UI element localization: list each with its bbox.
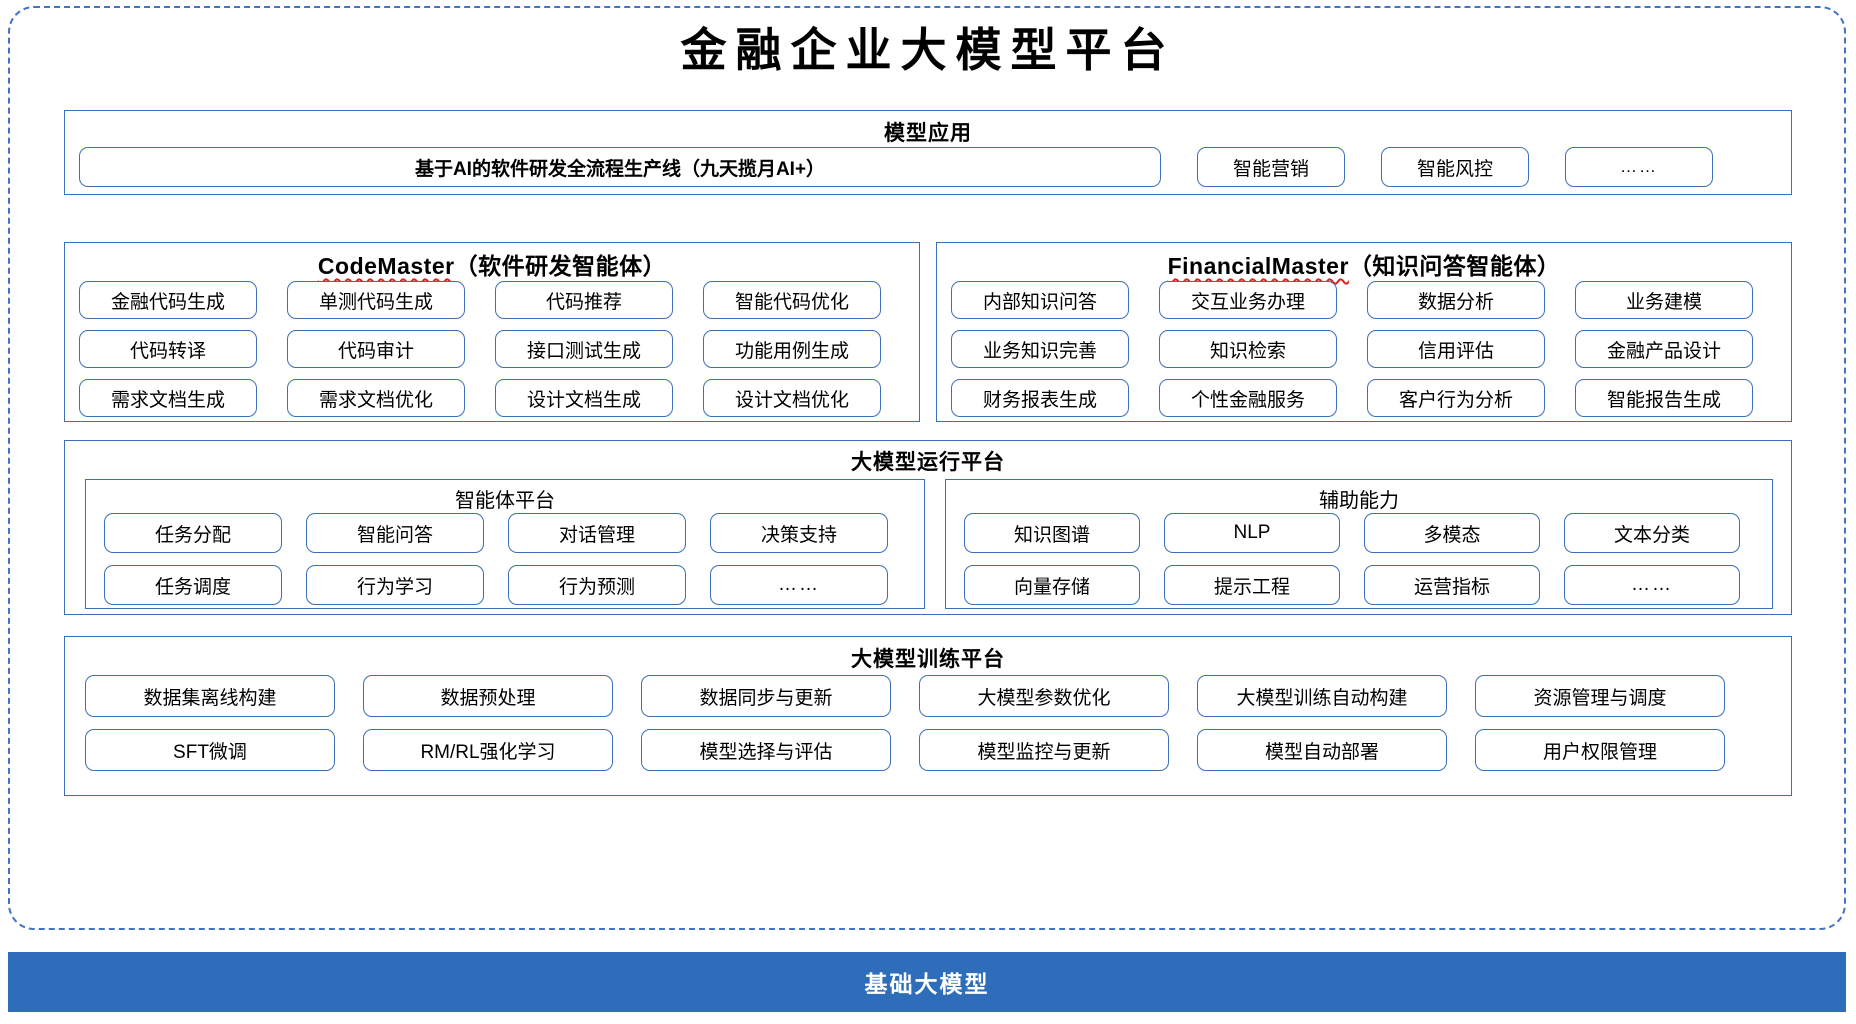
foundation-model-bar: 基础大模型	[8, 952, 1846, 1012]
training-item-2[interactable]: 数据同步与更新	[641, 675, 891, 717]
training-item-1[interactable]: 数据预处理	[363, 675, 613, 717]
agent-name-financialmaster: FinancialMaster	[1167, 253, 1349, 279]
agent-title-codemaster: CodeMaster（软件研发智能体）	[65, 247, 919, 281]
agent-platform-item-more[interactable]: ……	[710, 565, 888, 605]
training-item-8[interactable]: 模型选择与评估	[641, 729, 891, 771]
financialmaster-item-3[interactable]: 业务建模	[1575, 281, 1753, 319]
agent-platform-item-1[interactable]: 智能问答	[306, 513, 484, 553]
codemaster-item-3[interactable]: 智能代码优化	[703, 281, 881, 319]
agent-platform-item-2[interactable]: 对话管理	[508, 513, 686, 553]
training-item-9[interactable]: 模型监控与更新	[919, 729, 1169, 771]
training-layer-grid: 数据集离线构建 数据预处理 数据同步与更新 大模型参数优化 大模型训练自动构建 …	[85, 675, 1725, 771]
training-item-5[interactable]: 资源管理与调度	[1475, 675, 1725, 717]
financialmaster-item-2[interactable]: 数据分析	[1367, 281, 1545, 319]
auxiliary-item-3[interactable]: 文本分类	[1564, 513, 1740, 553]
agent-suffix-financialmaster: （知识问答智能体）	[1348, 253, 1561, 279]
page-title: 金融企业大模型平台	[680, 25, 1176, 76]
codemaster-item-7[interactable]: 功能用例生成	[703, 330, 881, 368]
auxiliary-capability-grid: 知识图谱 NLP 多模态 文本分类 向量存储 提示工程 运营指标 ……	[964, 513, 1740, 605]
agent-platform-grid: 任务分配 智能问答 对话管理 决策支持 任务调度 行为学习 行为预测 ……	[104, 513, 888, 605]
codemaster-item-4[interactable]: 代码转译	[79, 330, 257, 368]
training-item-10[interactable]: 模型自动部署	[1197, 729, 1447, 771]
codemaster-item-1[interactable]: 单测代码生成	[287, 281, 465, 319]
runtime-layer-section: 大模型运行平台 智能体平台 任务分配 智能问答 对话管理 决策支持 任务调度 行…	[64, 440, 1792, 615]
codemaster-item-11[interactable]: 设计文档优化	[703, 379, 881, 417]
codemaster-item-0[interactable]: 金融代码生成	[79, 281, 257, 319]
agent-platform-item-0[interactable]: 任务分配	[104, 513, 282, 553]
application-item-more[interactable]: ……	[1565, 147, 1713, 187]
training-item-0[interactable]: 数据集离线构建	[85, 675, 335, 717]
codemaster-item-6[interactable]: 接口测试生成	[495, 330, 673, 368]
diagram-outer-frame	[8, 6, 1846, 930]
agent-platform-item-4[interactable]: 任务调度	[104, 565, 282, 605]
financialmaster-item-0[interactable]: 内部知识问答	[951, 281, 1129, 319]
agent-grid-codemaster: 金融代码生成 单测代码生成 代码推荐 智能代码优化 代码转译 代码审计 接口测试…	[79, 281, 881, 417]
agent-platform-item-6[interactable]: 行为预测	[508, 565, 686, 605]
training-layer-title: 大模型训练平台	[851, 648, 1005, 671]
training-layer-section: 大模型训练平台 数据集离线构建 数据预处理 数据同步与更新 大模型参数优化 大模…	[64, 636, 1792, 796]
financialmaster-item-9[interactable]: 个性金融服务	[1159, 379, 1337, 417]
application-item-smart-marketing[interactable]: 智能营销	[1197, 147, 1345, 187]
codemaster-item-10[interactable]: 设计文档生成	[495, 379, 673, 417]
application-layer-section: 模型应用 基于AI的软件研发全流程生产线（九天揽月AI+） 智能营销 智能风控 …	[64, 110, 1792, 195]
training-item-4[interactable]: 大模型训练自动构建	[1197, 675, 1447, 717]
codemaster-item-8[interactable]: 需求文档生成	[79, 379, 257, 417]
training-item-11[interactable]: 用户权限管理	[1475, 729, 1725, 771]
auxiliary-item-0[interactable]: 知识图谱	[964, 513, 1140, 553]
financialmaster-item-10[interactable]: 客户行为分析	[1367, 379, 1545, 417]
application-layer-items: 基于AI的软件研发全流程生产线（九天揽月AI+） 智能营销 智能风控 ……	[79, 147, 1713, 187]
financialmaster-item-5[interactable]: 知识检索	[1159, 330, 1337, 368]
agent-platform-title: 智能体平台	[455, 490, 555, 512]
agent-platform-item-5[interactable]: 行为学习	[306, 565, 484, 605]
auxiliary-item-more[interactable]: ……	[1564, 565, 1740, 605]
auxiliary-item-4[interactable]: 向量存储	[964, 565, 1140, 605]
codemaster-item-2[interactable]: 代码推荐	[495, 281, 673, 319]
training-item-3[interactable]: 大模型参数优化	[919, 675, 1169, 717]
financialmaster-item-8[interactable]: 财务报表生成	[951, 379, 1129, 417]
agent-suffix-codemaster: （软件研发智能体）	[454, 253, 667, 279]
runtime-subsection-agent-platform: 智能体平台 任务分配 智能问答 对话管理 决策支持 任务调度 行为学习 行为预测…	[85, 479, 925, 609]
agent-platform-item-3[interactable]: 决策支持	[710, 513, 888, 553]
training-item-7[interactable]: RM/RL强化学习	[363, 729, 613, 771]
auxiliary-capability-title: 辅助能力	[1319, 490, 1399, 512]
auxiliary-item-6[interactable]: 运营指标	[1364, 565, 1540, 605]
application-layer-title: 模型应用	[884, 122, 972, 145]
agent-title-financialmaster: FinancialMaster（知识问答智能体）	[937, 247, 1791, 281]
financialmaster-item-11[interactable]: 智能报告生成	[1575, 379, 1753, 417]
agent-grid-financialmaster: 内部知识问答 交互业务办理 数据分析 业务建模 业务知识完善 知识检索 信用评估…	[951, 281, 1753, 417]
financialmaster-item-7[interactable]: 金融产品设计	[1575, 330, 1753, 368]
auxiliary-item-1[interactable]: NLP	[1164, 513, 1340, 553]
application-item-smart-risk-control[interactable]: 智能风控	[1381, 147, 1529, 187]
application-item-production-line[interactable]: 基于AI的软件研发全流程生产线（九天揽月AI+）	[79, 147, 1161, 187]
auxiliary-item-5[interactable]: 提示工程	[1164, 565, 1340, 605]
financialmaster-item-4[interactable]: 业务知识完善	[951, 330, 1129, 368]
runtime-layer-title: 大模型运行平台	[851, 451, 1005, 474]
financialmaster-item-1[interactable]: 交互业务办理	[1159, 281, 1337, 319]
agent-section-financialmaster: FinancialMaster（知识问答智能体） 内部知识问答 交互业务办理 数…	[936, 242, 1792, 422]
auxiliary-item-2[interactable]: 多模态	[1364, 513, 1540, 553]
financialmaster-item-6[interactable]: 信用评估	[1367, 330, 1545, 368]
agent-name-codemaster: CodeMaster	[317, 253, 455, 279]
runtime-subsection-auxiliary-capability: 辅助能力 知识图谱 NLP 多模态 文本分类 向量存储 提示工程 运营指标 ……	[945, 479, 1773, 609]
foundation-model-label: 基础大模型	[864, 971, 990, 997]
codemaster-item-5[interactable]: 代码审计	[287, 330, 465, 368]
agent-section-codemaster: CodeMaster（软件研发智能体） 金融代码生成 单测代码生成 代码推荐 智…	[64, 242, 920, 422]
codemaster-item-9[interactable]: 需求文档优化	[287, 379, 465, 417]
training-item-6[interactable]: SFT微调	[85, 729, 335, 771]
